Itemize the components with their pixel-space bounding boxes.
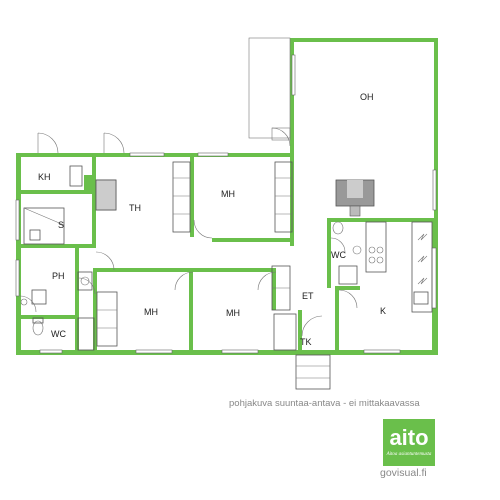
room-label-tk: TK — [300, 337, 312, 347]
fireplaces — [84, 175, 375, 217]
room-label-mh-1: MH — [221, 189, 235, 199]
room-label-wc-2: WC — [331, 250, 346, 260]
windows — [15, 54, 437, 354]
disclaimer-note: pohjakuva suuntaa-antava - ei mittakaava… — [229, 398, 420, 409]
doors — [19, 127, 358, 337]
room-label-wc-1: WC — [51, 329, 66, 339]
kitchen-fittings — [69, 165, 433, 313]
room-label-mh-2: MH — [144, 307, 158, 317]
room-label-s: S — [58, 220, 64, 230]
logo-tagline: Aitoa asiantuntemusta — [386, 452, 432, 457]
website-link[interactable]: govisual.fi — [380, 467, 427, 479]
bathroom-fittings — [20, 207, 362, 336]
wardrobes — [77, 161, 331, 390]
room-label-mh-3: MH — [226, 308, 240, 318]
logo-text: aito — [389, 425, 429, 450]
room-label-et: ET — [302, 291, 314, 301]
aito-logo: aito Aitoa asiantuntemusta — [383, 419, 435, 466]
room-label-ph: PH — [52, 271, 65, 281]
room-label-k: K — [380, 306, 386, 316]
interior-walls — [20, 153, 436, 354]
room-label-th: TH — [129, 203, 141, 213]
terrace — [248, 37, 291, 141]
room-label-oh: OH — [360, 92, 374, 102]
room-label-kh: KH — [38, 172, 51, 182]
room-labels: OH KH TH MH S PH WC WC MH MH ET K TK — [38, 92, 386, 347]
